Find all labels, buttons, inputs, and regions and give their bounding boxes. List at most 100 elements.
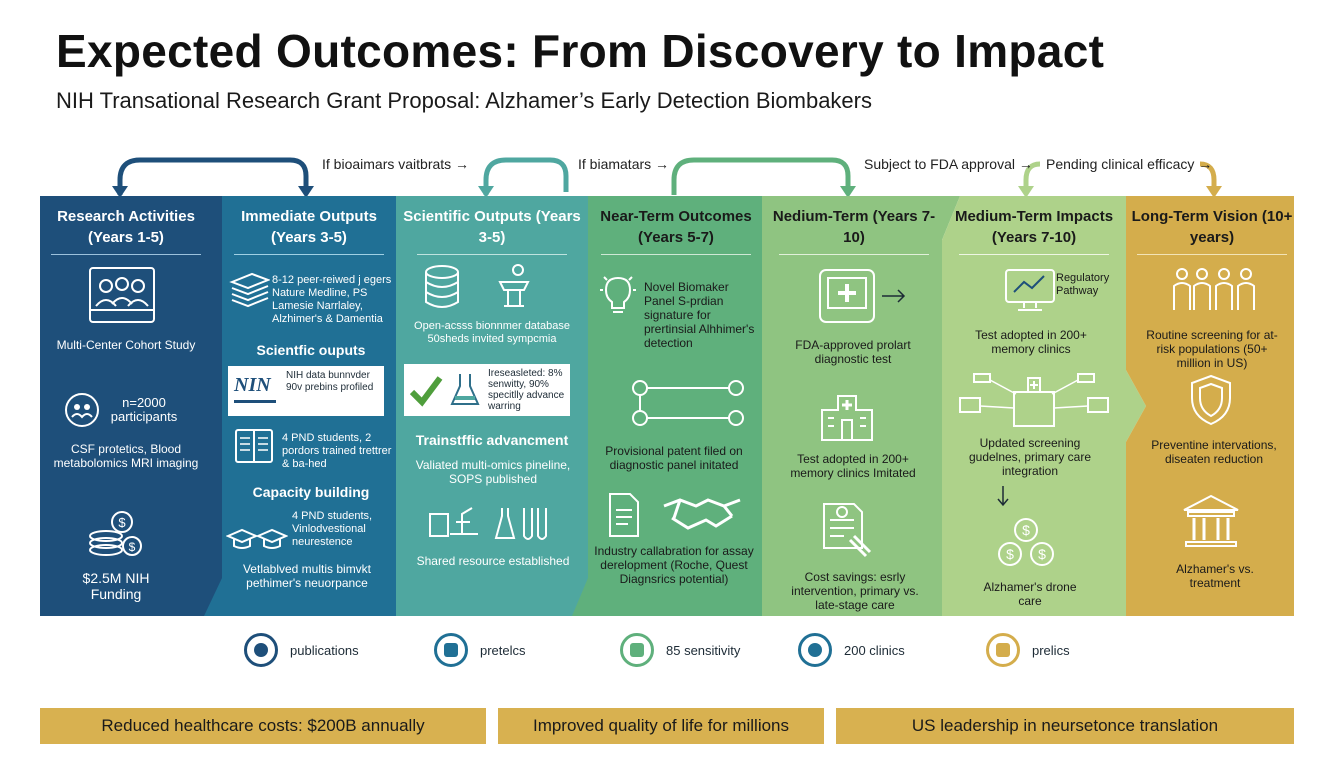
column-heading: Nedium-Term (Years 7-10)	[772, 208, 936, 246]
capacity-building-label: Capacity building	[252, 484, 370, 500]
database-icon	[425, 265, 459, 308]
document-icon	[609, 493, 639, 537]
dollar-coins-icon: $ $ $	[998, 518, 1054, 566]
students-trained-text: 4 PND students, 2 pordors trained trettr…	[282, 432, 392, 470]
meeting-group-icon	[89, 267, 155, 323]
sensitivity-card: Ireseasleted: 8% senwitty, 90% specitlly…	[404, 364, 570, 416]
test-tubes-icon	[494, 508, 547, 540]
scientific-advancement-label: Trainstffic advancment	[415, 432, 569, 448]
legend-pretelcs: pretelcs	[434, 628, 526, 672]
routine-screening-text: Routine screening for at-risk population…	[1146, 328, 1278, 370]
person-icon	[244, 633, 278, 667]
column-heading: Near-Term Outcomes (Years 5-7)	[600, 208, 752, 246]
arc-2-arrowhead	[478, 186, 494, 198]
monitor-chart-icon	[1005, 269, 1055, 311]
column-near-term-outcomes: Near-Term Outcomes (Years 5-7)	[590, 196, 762, 616]
papers-stack-icon	[229, 272, 270, 308]
legend-label: pretelcs	[480, 642, 526, 658]
fda-test-text: FDA-approved prolart diagnostic test	[795, 338, 911, 366]
nih-logo: NIN	[234, 374, 271, 396]
column-heading: Research Activities (Years 1-5)	[57, 208, 195, 246]
svg-text:$: $	[1022, 522, 1030, 538]
patent-text: Provisional patent filed on diagnostic p…	[605, 444, 743, 472]
svg-text:$: $	[118, 515, 126, 530]
column-heading: Scientific Outputs (Years 3-5)	[403, 208, 581, 246]
arc-4	[1023, 161, 1041, 192]
divider	[1137, 254, 1287, 255]
arc-1-arrowhead	[112, 186, 128, 198]
column-heading: Long-Term Vision (10+ years)	[1131, 208, 1293, 246]
shared-resource-text: Shared resource established	[416, 554, 570, 568]
page-subtitle: NIH Transational Research Grant Proposal…	[56, 88, 872, 113]
podium-icon	[498, 264, 530, 307]
brain-icon	[798, 633, 832, 667]
flow-note-2: If biamatars →	[578, 156, 670, 172]
peer-reviewed-text: 8-12 peer-reiwed j egers Nature Medline,…	[272, 274, 392, 325]
alzheimers-treatment-text: Alzhamer's vs. treatment	[1176, 562, 1254, 590]
divider	[51, 254, 201, 255]
legend-prelics: prelics	[986, 628, 1070, 672]
participants-text: n=2000 participants	[110, 395, 178, 424]
participants-icon	[65, 393, 99, 427]
arc-1-arrowhead-right	[298, 186, 314, 198]
arc-5-arrowhead	[1206, 186, 1222, 198]
svg-text:$: $	[1038, 546, 1046, 562]
clinics-adopted-text: Test adopted in 200+ memory clinics Imit…	[790, 452, 916, 480]
pipeline-text: Valiated multi-omics pineline, SOPS publ…	[415, 458, 571, 486]
population-icon	[1173, 268, 1255, 310]
column-shape-5	[762, 196, 960, 616]
lightbulb-icon	[600, 276, 636, 313]
impact-bar-leadership: US leadership in neursetonce translation	[836, 708, 1294, 744]
handshake-icon	[663, 498, 741, 530]
legend-sensitivity: 85 sensitivity	[620, 628, 740, 672]
column-medium-term: Nedium-Term (Years 7-10)	[766, 196, 942, 616]
column-medium-term-impacts: Medium-Term Impacts (Years 7-10)	[946, 196, 1122, 616]
divider	[417, 254, 567, 255]
coins-icon: $ $	[89, 511, 142, 556]
arc-2	[483, 157, 569, 195]
flow-note-1: If bioaimars vaitbrats →	[322, 156, 470, 172]
legend-label: 200 clinics	[844, 642, 905, 658]
divider	[234, 254, 384, 255]
sensitivity-text: Ireseasleted: 8% senwitty, 90% specitlly…	[488, 368, 565, 412]
flask-icon	[620, 633, 654, 667]
page-title: Expected Outcomes: From Discovery to Imp…	[56, 25, 1105, 77]
biomarker-panel-text: Novel Biomaker Panel S-prdian signature …	[644, 280, 755, 350]
divider	[601, 254, 751, 255]
open-book-icon	[235, 429, 273, 463]
clinics-network-icon	[959, 373, 1109, 427]
screening-guidelines-text: Updated screening gudelnes, primary care…	[968, 436, 1092, 478]
certified-document-icon	[823, 503, 872, 558]
divider	[959, 254, 1109, 255]
column-heading: Immediate Outputs (Years 3-5)	[241, 208, 377, 246]
nih-data-text: NIH data bunnvder 90v prebins profiled	[286, 370, 374, 393]
arc-3-arrowhead	[840, 186, 856, 198]
legend-publications: publications	[244, 628, 359, 672]
hospital-icon	[821, 395, 873, 441]
preventive-interventions-text: Preventine intervations, diseaten reduct…	[1151, 438, 1277, 466]
regulatory-pathway-text: Regulatory Pathway	[1056, 272, 1110, 297]
column-long-term-vision: Long-Term Vision (10+ years)	[1130, 196, 1294, 616]
document-icon	[434, 633, 468, 667]
scientific-outputs-label: Scientfic ouputs	[256, 342, 366, 358]
building-icon	[986, 633, 1020, 667]
down-arrow-icon	[997, 486, 1009, 507]
database-text: Open-acsss bionnmer database 50sheds inv…	[414, 320, 570, 345]
arc-1	[117, 157, 309, 195]
nih-data-card: NIN NIH data bunnvder 90v prebins profil…	[228, 366, 384, 416]
graduation-caps-icon	[226, 528, 288, 549]
cohort-study-text: Multi-Center Cohort Study	[56, 338, 196, 352]
svg-text:$: $	[1006, 546, 1014, 562]
legend-label: prelics	[1032, 642, 1070, 658]
arc-4-arrowhead	[1018, 186, 1034, 198]
students-neuroscience-text: 4 PND students, Vinlodvestional neureste…	[292, 510, 373, 548]
impact-bar-costs: Reduced healthcare costs: $200B annually	[40, 708, 486, 744]
validated-biomarker-text: Vetlablved multis bimvkt pethimer's neuo…	[242, 562, 372, 590]
check-icon	[409, 376, 443, 407]
column-immediate-outputs: Immediate Outputs (Years 3-5)	[222, 196, 396, 616]
column-heading: Medium-Term Impacts (Years 7-10)	[954, 208, 1114, 246]
column-research-activities: Research Activities (Years 1-5)	[40, 196, 212, 616]
legend-label: 85 sensitivity	[666, 642, 741, 658]
legend-clinics: 200 clinics	[798, 628, 905, 672]
column-shape-7	[1126, 196, 1294, 616]
